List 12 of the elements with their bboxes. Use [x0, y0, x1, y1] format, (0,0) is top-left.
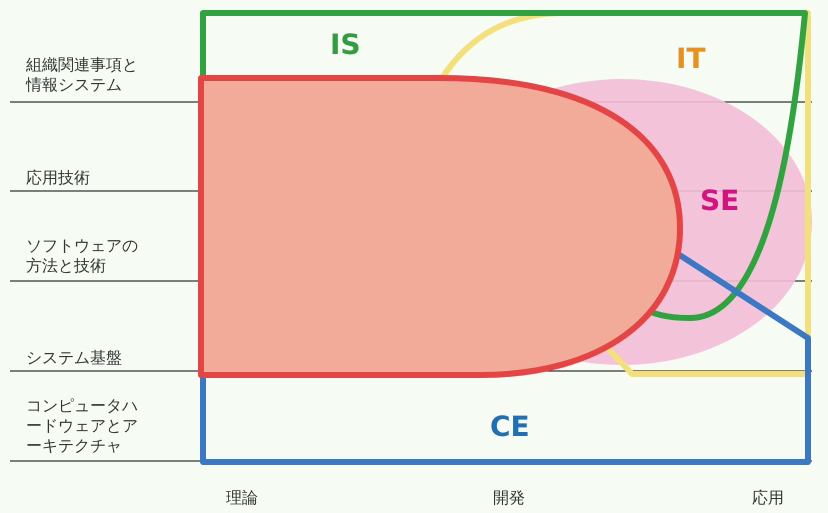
row-label: 組織関連事項と情報システム — [26, 55, 139, 95]
row-label: ソフトウェアの方法と技術 — [26, 236, 139, 276]
region-label: CE — [490, 412, 530, 442]
row-label: コンピュータハードウェアとアーキテクチャ — [26, 396, 139, 456]
region-label: IT — [676, 44, 706, 74]
axis-label: 応用 — [752, 488, 785, 508]
region-label: SE — [700, 186, 740, 216]
axis-label: 理論 — [226, 488, 259, 508]
axis-label: 開発 — [493, 488, 526, 508]
row-label: システム基盤 — [26, 348, 123, 368]
region-label: IS — [330, 30, 361, 60]
row-label: 応用技術 — [26, 168, 91, 188]
